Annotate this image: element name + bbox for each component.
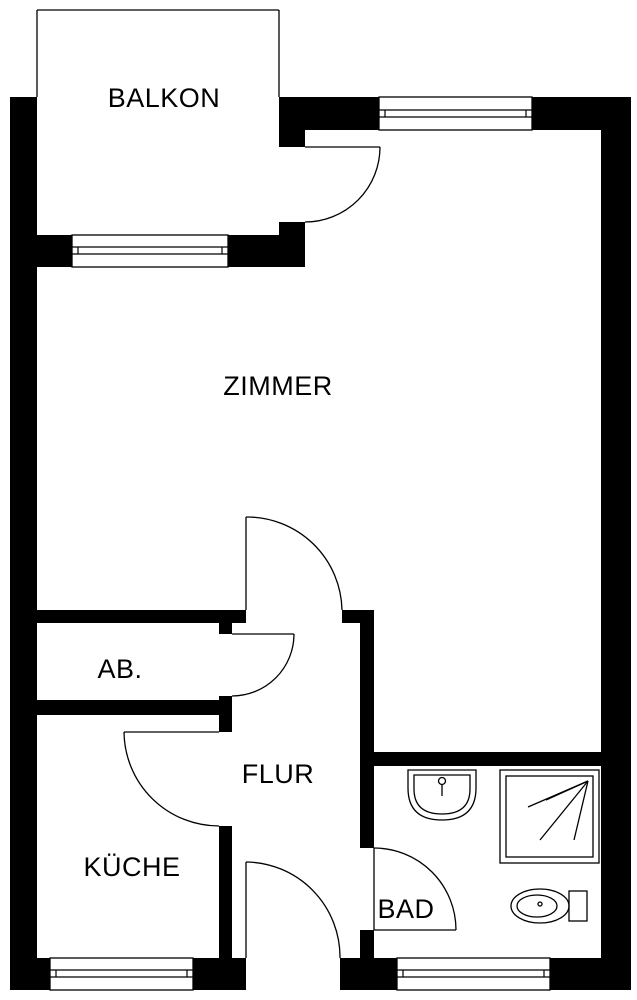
- window-balcony: [71, 234, 229, 268]
- window-kitchen: [49, 957, 194, 991]
- room-label-zimmer: ZIMMER: [223, 371, 332, 401]
- window-bath: [396, 957, 551, 991]
- sink-icon: [407, 769, 477, 821]
- shower-icon: [499, 769, 600, 864]
- room-label-kueche: KÜCHE: [83, 852, 180, 882]
- room-label-flur: FLUR: [242, 759, 315, 789]
- room-label-abstellraum: AB.: [97, 654, 142, 684]
- walls: [10, 97, 631, 990]
- balcony-outline: [36, 9, 280, 97]
- toilet-icon: [510, 888, 588, 924]
- window-top: [378, 96, 533, 131]
- room-label-bad: BAD: [377, 894, 434, 924]
- room-label-balkon: BALKON: [108, 83, 221, 113]
- door-swing-icon: [123, 146, 457, 959]
